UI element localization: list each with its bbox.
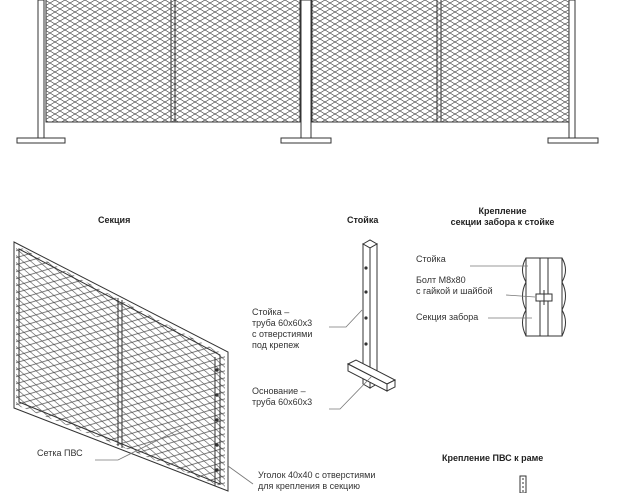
mount-detail: [522, 257, 566, 337]
post-right-face: [369, 243, 378, 389]
title-mount-line2: секции забора к стойке: [450, 217, 555, 227]
label-bolt: Болт М8х80 с гайкой и шайбой: [416, 275, 493, 297]
post-drawing: [346, 239, 397, 392]
leader-angle: [227, 465, 254, 485]
label-base-pipe-line1: Основание –: [252, 386, 306, 396]
title-pvs-mount: Крепление ПВС к раме: [442, 453, 544, 463]
fence-post-2: [300, 0, 312, 141]
fence-post-1: [37, 0, 45, 141]
label-mesh: Сетка ПВС: [37, 448, 83, 458]
label-post-pipe-line2: труба 60х60х3: [252, 318, 313, 328]
label-angle-line1: Уголок 40х40 с отверстиями: [258, 470, 376, 480]
fence-foot-3: [547, 137, 599, 144]
section-frame-inner: [18, 248, 221, 485]
leader-mesh: [95, 427, 183, 461]
label-mount-post: Стойка: [416, 254, 446, 264]
label-post-pipe: Стойка – труба 60х60х3 с отверстиями под…: [252, 307, 312, 351]
section-isometric: [13, 241, 229, 492]
fence-elevation: [16, 0, 599, 144]
title-mount: Крепление секции забора к стойке: [435, 206, 570, 228]
label-base-pipe: Основание – труба 60х60х3: [252, 386, 312, 408]
leader-post-pipe: [329, 309, 363, 328]
label-fence-section: Секция забора: [416, 312, 479, 322]
label-post-pipe-line3: с отверстиями: [252, 329, 313, 339]
label-post-pipe-line4: под крепеж: [252, 340, 300, 350]
fence-panel-left-frame: [45, 0, 301, 123]
fence-foot-2: [280, 137, 332, 144]
title-section: Секция: [98, 215, 131, 225]
pvs-mount-detail: [519, 475, 527, 493]
title-post: Стойка: [347, 215, 379, 225]
label-post-pipe-line1: Стойка –: [252, 307, 290, 317]
fence-panel-left-mesh: [46, 0, 300, 122]
fence-post-3: [568, 0, 576, 141]
section-frame-outer: [13, 241, 229, 492]
base-side: [386, 379, 396, 392]
label-base-pipe-line2: труба 60х60х3: [252, 397, 313, 407]
label-bolt-line2: с гайкой и шайбой: [416, 286, 493, 296]
section-mesh: [16, 245, 225, 488]
label-angle: Уголок 40х40 с отверстиями для крепления…: [258, 470, 375, 492]
label-bolt-line1: Болт М8х80: [416, 275, 466, 285]
leader-base-pipe: [329, 375, 373, 410]
label-angle-line2: для крепления в секцию: [258, 481, 360, 491]
title-mount-line1: Крепление: [478, 206, 527, 216]
leader-lines: [95, 265, 536, 485]
fence-foot-1: [16, 137, 66, 144]
leader-bolt: [505, 294, 536, 298]
